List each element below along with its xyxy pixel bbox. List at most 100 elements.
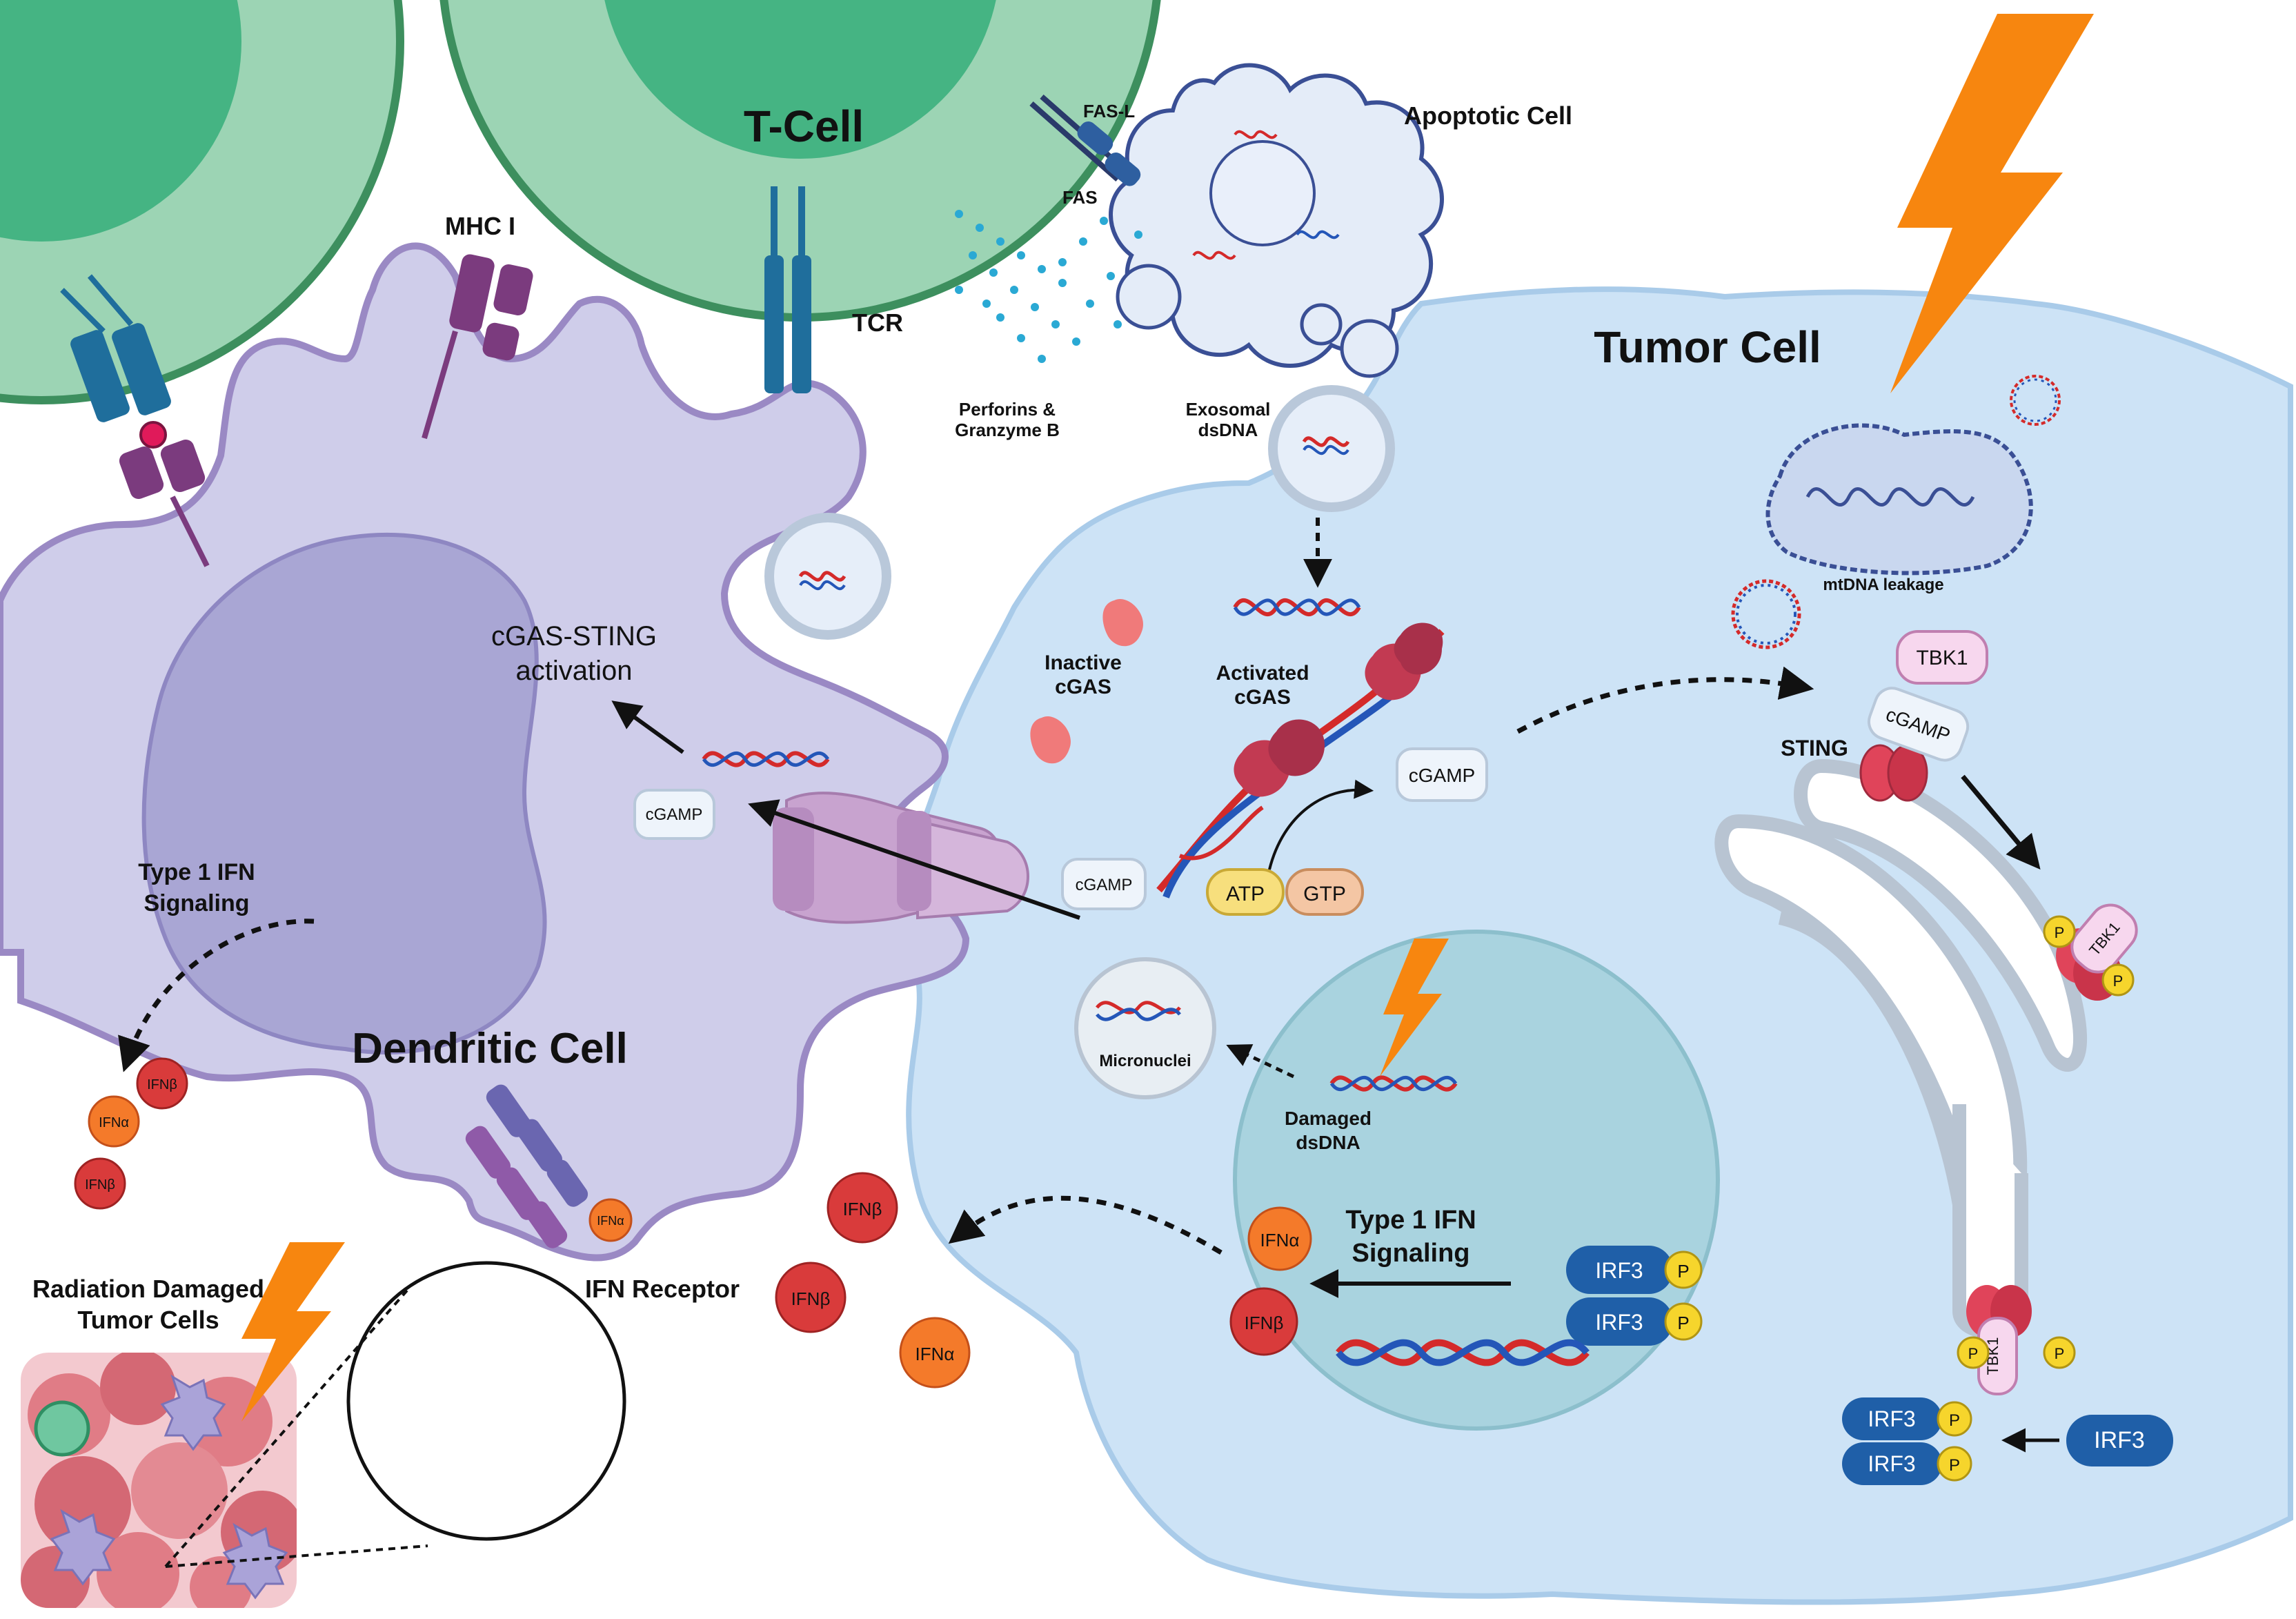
cgamp-pill-channel: cGAMP	[1061, 858, 1147, 910]
cgamp-text: cGAMP	[1076, 876, 1133, 894]
ifn-alpha-secreted: IFNα	[899, 1317, 971, 1389]
ifn-beta-text: IFNβ	[85, 1177, 115, 1193]
cgas-sting-line2: activation	[516, 656, 633, 686]
tcr-mhc-complex	[60, 274, 210, 567]
dendritic-cell	[0, 242, 970, 1262]
perforins-label-line2: Granzyme B	[955, 420, 1060, 440]
dendritic-nucleus	[141, 532, 547, 1054]
irf3-text: IRF3	[2094, 1427, 2145, 1453]
inactive-cgas-line2: cGAS	[1055, 676, 1111, 698]
phospho-text: P	[1949, 1456, 1960, 1475]
atp-gtp-arrow	[1268, 779, 1374, 870]
apoptotic-nucleus	[1209, 140, 1316, 246]
lightning-bolt-nucleus	[1380, 939, 1449, 1077]
ifn-beta-text: IFNβ	[147, 1077, 177, 1092]
free-dsdna	[1233, 598, 1361, 617]
ifn-alpha-dc: IFNα	[88, 1095, 140, 1148]
ifn-alpha-nucleus: IFNα	[1247, 1206, 1312, 1271]
dendritic-dsdna	[702, 751, 830, 767]
cgamp-pill-dendritic: cGAMP	[633, 789, 715, 840]
phospho-text: P	[2055, 1345, 2065, 1362]
exosomal-label-line1: Exosomal	[1186, 399, 1271, 420]
fas-label: FAS	[1062, 187, 1098, 208]
damaged-dsdna-line2: dsDNA	[1296, 1132, 1360, 1153]
perforin-dots	[955, 210, 1142, 363]
cgamp-to-sting-arrow	[1516, 666, 1814, 734]
sting-dimer	[1859, 744, 1928, 802]
synapse-exosome	[764, 513, 891, 640]
phospho-text: P	[1677, 1313, 1689, 1333]
sting-arrow	[1961, 774, 2041, 870]
irf3-text: IRF3	[1868, 1406, 1915, 1431]
ifn-beta-text: IFNβ	[1245, 1313, 1284, 1333]
dendritic-cell-title: Dendritic Cell	[352, 1025, 628, 1072]
dc-ifn-signaling-line2: Signaling	[144, 890, 250, 916]
ifn-beta-nucleus: IFNβ	[1229, 1287, 1298, 1356]
t-cell-nucleus	[604, 0, 996, 159]
mtdna-leakage-label: mtDNA leakage	[1823, 576, 1943, 594]
phospho-text: P	[1677, 1261, 1689, 1282]
irf3-text: IRF3	[1868, 1451, 1915, 1476]
t-cell	[439, 0, 1161, 322]
ifn-alpha-text: IFNα	[916, 1344, 955, 1364]
zoom-circle	[346, 1261, 626, 1541]
cgamp-text: cGAMP	[1409, 765, 1475, 786]
exosome	[1268, 385, 1395, 512]
tumor-cell-title: Tumor Cell	[1594, 322, 1821, 372]
tbk1-pill-top: TBK1	[1896, 630, 1988, 685]
apoptotic-dna	[1192, 251, 1236, 260]
tbk1-bottom-complex: TBK1 P P	[1957, 1285, 2076, 1395]
radiation-label-line2: Tumor Cells	[77, 1306, 219, 1334]
cgas-sting-line1: cGAS-STING	[491, 621, 657, 651]
cgamp-pill-tumor: cGAMP	[1396, 747, 1488, 802]
phospho-text: P	[1968, 1345, 1979, 1362]
ifn-beta-secreted: IFNβ	[775, 1262, 847, 1333]
damaged-dsdna-line1: Damaged	[1285, 1108, 1372, 1129]
activated-cgas	[1156, 622, 1445, 899]
tbk1-text: TBK1	[1916, 647, 1968, 669]
dc-ifn-signaling-line1: Type 1 IFN	[138, 859, 255, 885]
ifn-alpha-text: IFNα	[1260, 1230, 1300, 1250]
phospho-text: P	[1949, 1411, 1960, 1430]
micronuclei-arrow	[1226, 1044, 1295, 1079]
radiation-label-line1: Radiation Damaged	[32, 1275, 264, 1303]
dc-ifn-arrow	[118, 919, 315, 1072]
nuclear-dna	[1336, 1339, 1590, 1366]
micronuclei: Micronuclei	[1074, 957, 1216, 1099]
lightning-bolt-large	[1890, 14, 2094, 393]
tumor-ifn-signaling-line2: Signaling	[1352, 1239, 1470, 1268]
tumor-cell-membrane	[900, 286, 2293, 1605]
t-cell-title: T-Cell	[744, 101, 864, 151]
gtp-pill: GTP	[1285, 868, 1364, 916]
atp-pill: ATP	[1206, 868, 1285, 916]
damaged-dsdna	[1329, 1075, 1458, 1092]
tumor-ifn-signaling-line1: Type 1 IFN	[1345, 1206, 1476, 1235]
ifn-beta-secreted: IFNβ	[827, 1172, 898, 1244]
inactive-cgas	[1030, 599, 1143, 764]
radiation-tissue-inset	[21, 1353, 297, 1608]
apoptotic-cell-label: Apoptotic Cell	[1404, 101, 1572, 130]
irf3-dimer-nucleus: IRF3 P IRF3 P	[1566, 1246, 1703, 1346]
activated-cgas-line2: cGAS	[1234, 686, 1291, 709]
phospho-text: P	[2113, 972, 2124, 990]
apoptotic-bleb	[1300, 303, 1343, 346]
micronuclei-label: Micronuclei	[1099, 1052, 1191, 1070]
perforins-label-line1: Perforins &	[959, 399, 1056, 420]
lightning-bolt-tissue	[241, 1242, 345, 1422]
tcr-label: TCR	[852, 308, 903, 337]
tumor-nucleus	[1233, 930, 1720, 1431]
gtp-text: GTP	[1303, 883, 1346, 905]
ifn-receptor-label: IFN Receptor	[585, 1275, 740, 1303]
ifn-beta-dc: IFNβ	[136, 1057, 188, 1110]
cgamp-pill-sting: cGAMP	[1867, 687, 1970, 762]
ifn-alpha-text: IFNα	[99, 1115, 129, 1130]
irf3-text: IRF3	[1595, 1310, 1643, 1335]
mitochondrion	[1731, 375, 2061, 649]
cgas-sting-activation-arrow	[611, 700, 684, 754]
sting-label: STING	[1781, 736, 1848, 761]
tcr-receptor	[764, 186, 811, 393]
atp-text: ATP	[1226, 883, 1265, 905]
inactive-cgas-line1: Inactive	[1045, 651, 1122, 674]
cgamp-text: cGAMP	[646, 805, 703, 824]
